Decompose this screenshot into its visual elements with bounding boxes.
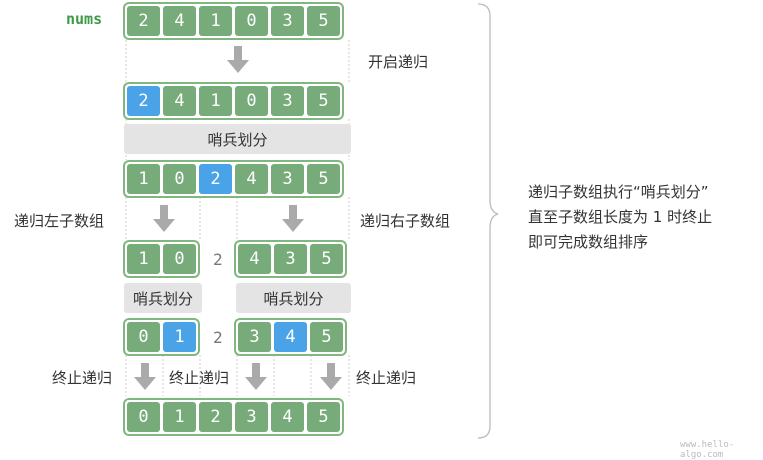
array-cell: 0 [163,164,196,194]
down-arrow-icon [245,363,267,390]
partition-bar-right: 哨兵划分 [236,283,351,313]
array-cell: 3 [271,6,304,36]
note-line-2: 直至子数组长度为 1 时终止 [528,208,713,226]
note-line-1: 递归子数组执行“哨兵划分” [528,183,709,201]
array-cell: 2 [127,6,160,36]
nums-label: nums [66,10,103,28]
array-cell: 1 [127,164,160,194]
array-cell-highlighted: 1 [163,322,196,352]
array-cell: 0 [127,402,160,432]
array-cell: 4 [238,244,271,274]
array-cell: 0 [235,6,268,36]
array-cell-highlighted: 2 [127,86,160,116]
stop-recursion-label-2: 终止递归 [169,369,230,387]
recurse-right-label: 递归右子数组 [360,212,451,230]
down-arrow-icon [134,363,156,390]
partition-bar-full: 哨兵划分 [124,124,351,154]
down-arrow-icon [227,46,249,73]
watermark: www.hello-algo.com [680,440,735,460]
brace-shape [477,3,499,439]
array-cell: 5 [307,402,340,432]
down-arrow-icon [282,205,304,232]
down-arrow-icon [153,205,175,232]
stop-recursion-label-1: 终止递归 [52,369,113,387]
pivot-value: 2 [213,250,223,269]
array-cell: 0 [127,322,160,352]
array-cell: 4 [235,164,268,194]
recurse-left-label: 递归左子数组 [14,212,105,230]
array-cell: 3 [235,402,268,432]
array-cell: 5 [310,322,343,352]
stop-recursion-label-3: 终止递归 [356,369,417,387]
partition-bar-left: 哨兵划分 [124,283,202,313]
array-cell: 3 [271,86,304,116]
array-cell: 3 [271,164,304,194]
array-cell: 0 [235,86,268,116]
array-cell: 4 [163,86,196,116]
array-cell: 5 [310,244,343,274]
array-cell: 5 [307,164,340,194]
note-line-3: 即可完成数组排序 [528,233,649,251]
array-cell: 2 [199,402,232,432]
array-cell: 5 [307,6,340,36]
array-cell: 1 [199,86,232,116]
array-cell: 1 [199,6,232,36]
down-arrow-icon [320,363,342,390]
explanation-note: 递归子数组执行“哨兵划分” 直至子数组长度为 1 时终止 即可完成数组排序 [528,180,712,255]
array-cell: 4 [163,6,196,36]
start-recursion-label: 开启递归 [368,53,429,71]
array-cell: 5 [307,86,340,116]
array-cell: 3 [238,322,271,352]
array-cell-highlighted: 4 [274,322,307,352]
array-cell-highlighted: 2 [199,164,232,194]
array-cell: 4 [271,402,304,432]
array-cell: 0 [163,244,196,274]
pivot-value: 2 [213,328,223,347]
array-cell: 3 [274,244,307,274]
array-cell: 1 [163,402,196,432]
array-cell: 1 [127,244,160,274]
